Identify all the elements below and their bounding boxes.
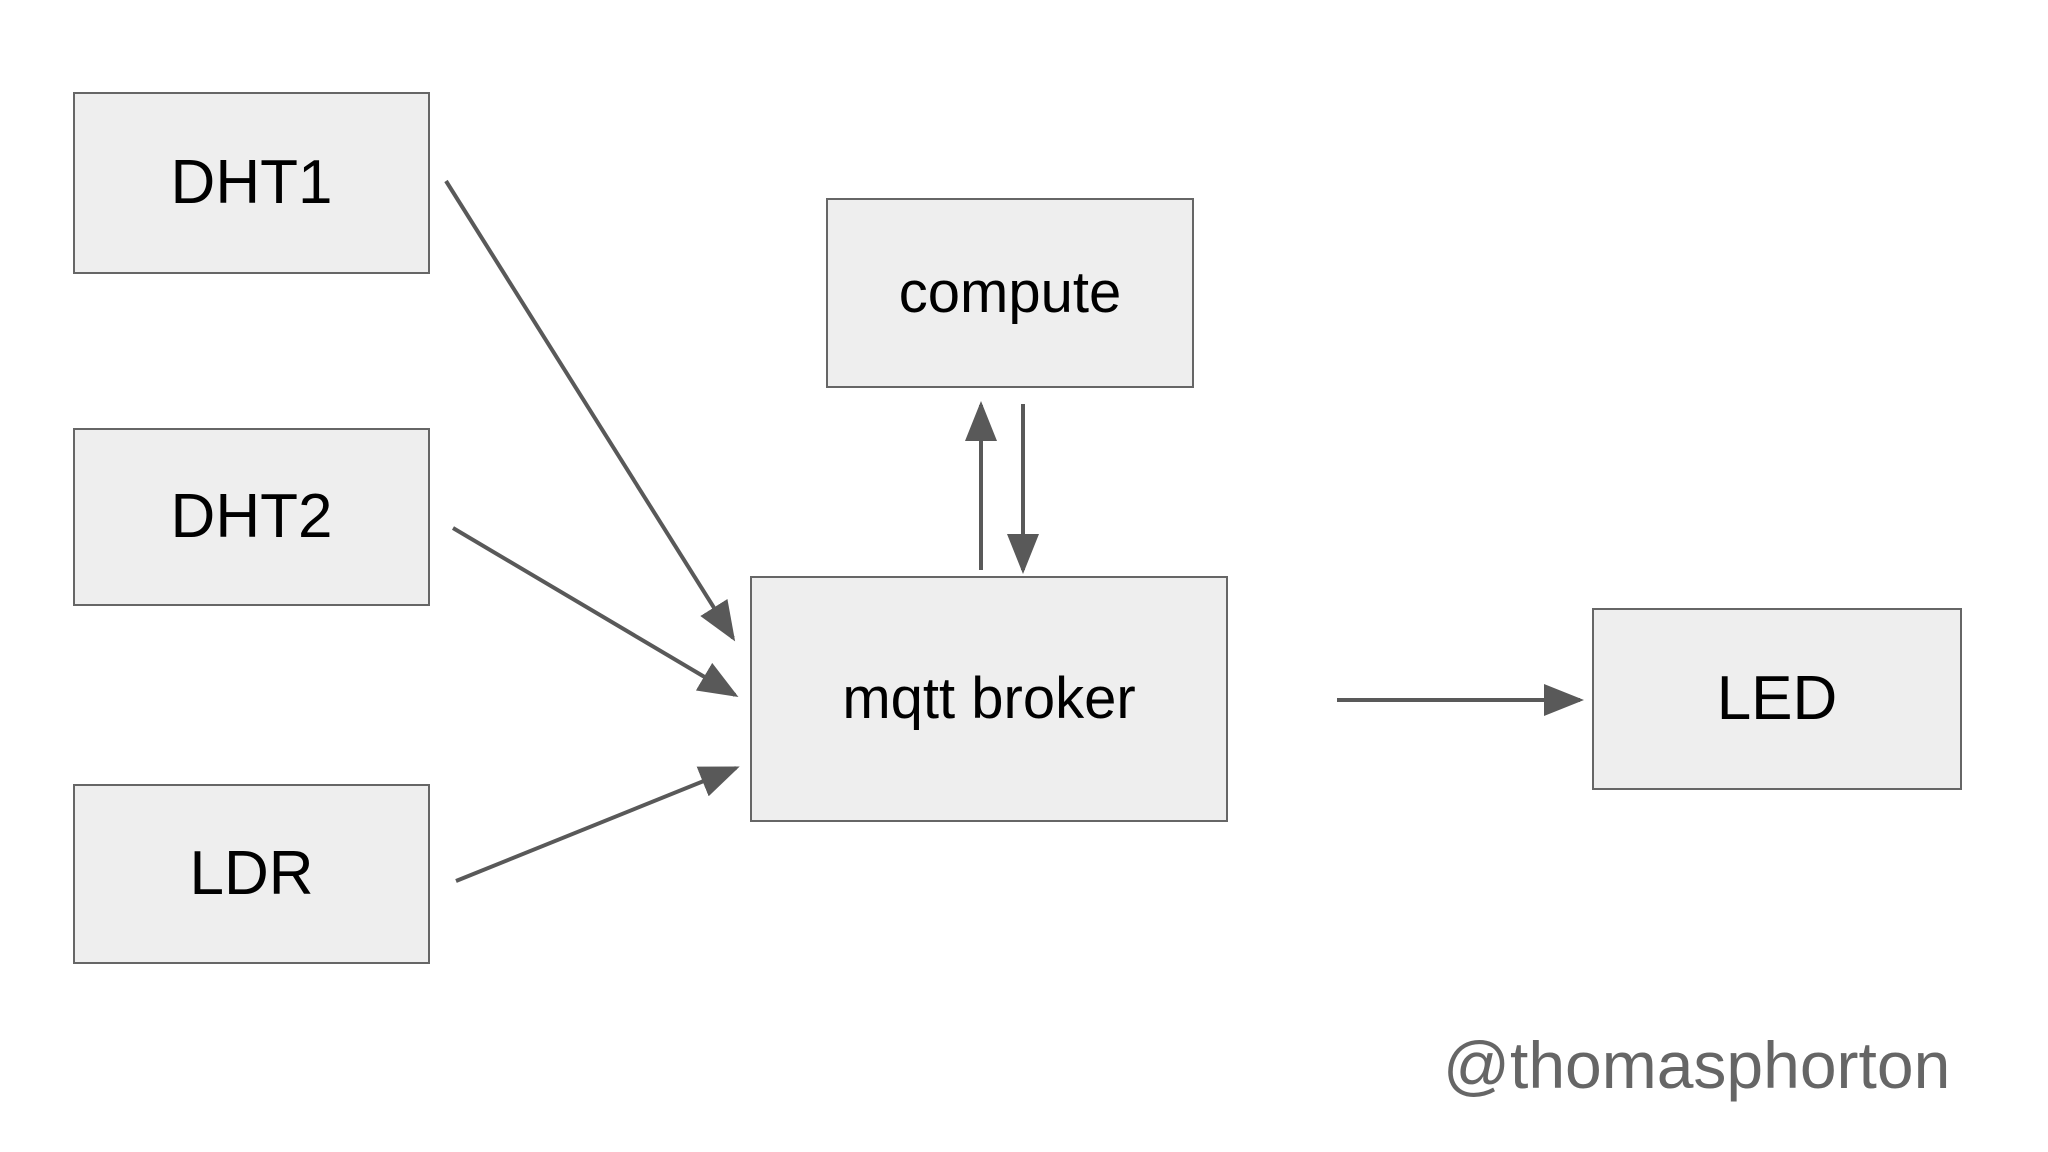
node-dht2[interactable]: DHT2: [73, 428, 430, 606]
node-mqtt-broker[interactable]: mqtt broker: [750, 576, 1228, 822]
node-ldr-label: LDR: [189, 839, 314, 908]
node-compute-label: compute: [898, 260, 1122, 325]
node-led-label: LED: [1716, 664, 1838, 733]
node-compute[interactable]: compute: [826, 198, 1194, 388]
edge-dht1-to-mqtt: [444, 179, 736, 642]
node-dht1-label: DHT1: [170, 148, 333, 217]
node-led[interactable]: LED: [1592, 608, 1962, 790]
node-mqtt-broker-label: mqtt broker: [842, 666, 1136, 731]
node-dht2-label: DHT2: [170, 482, 333, 551]
node-ldr[interactable]: LDR: [73, 784, 430, 964]
author-watermark: @thomasphorton: [1443, 1028, 1951, 1102]
edge-ldr-to-mqtt: [455, 766, 740, 883]
node-dht1[interactable]: DHT1: [73, 92, 430, 274]
edge-dht2-to-mqtt: [451, 526, 739, 698]
